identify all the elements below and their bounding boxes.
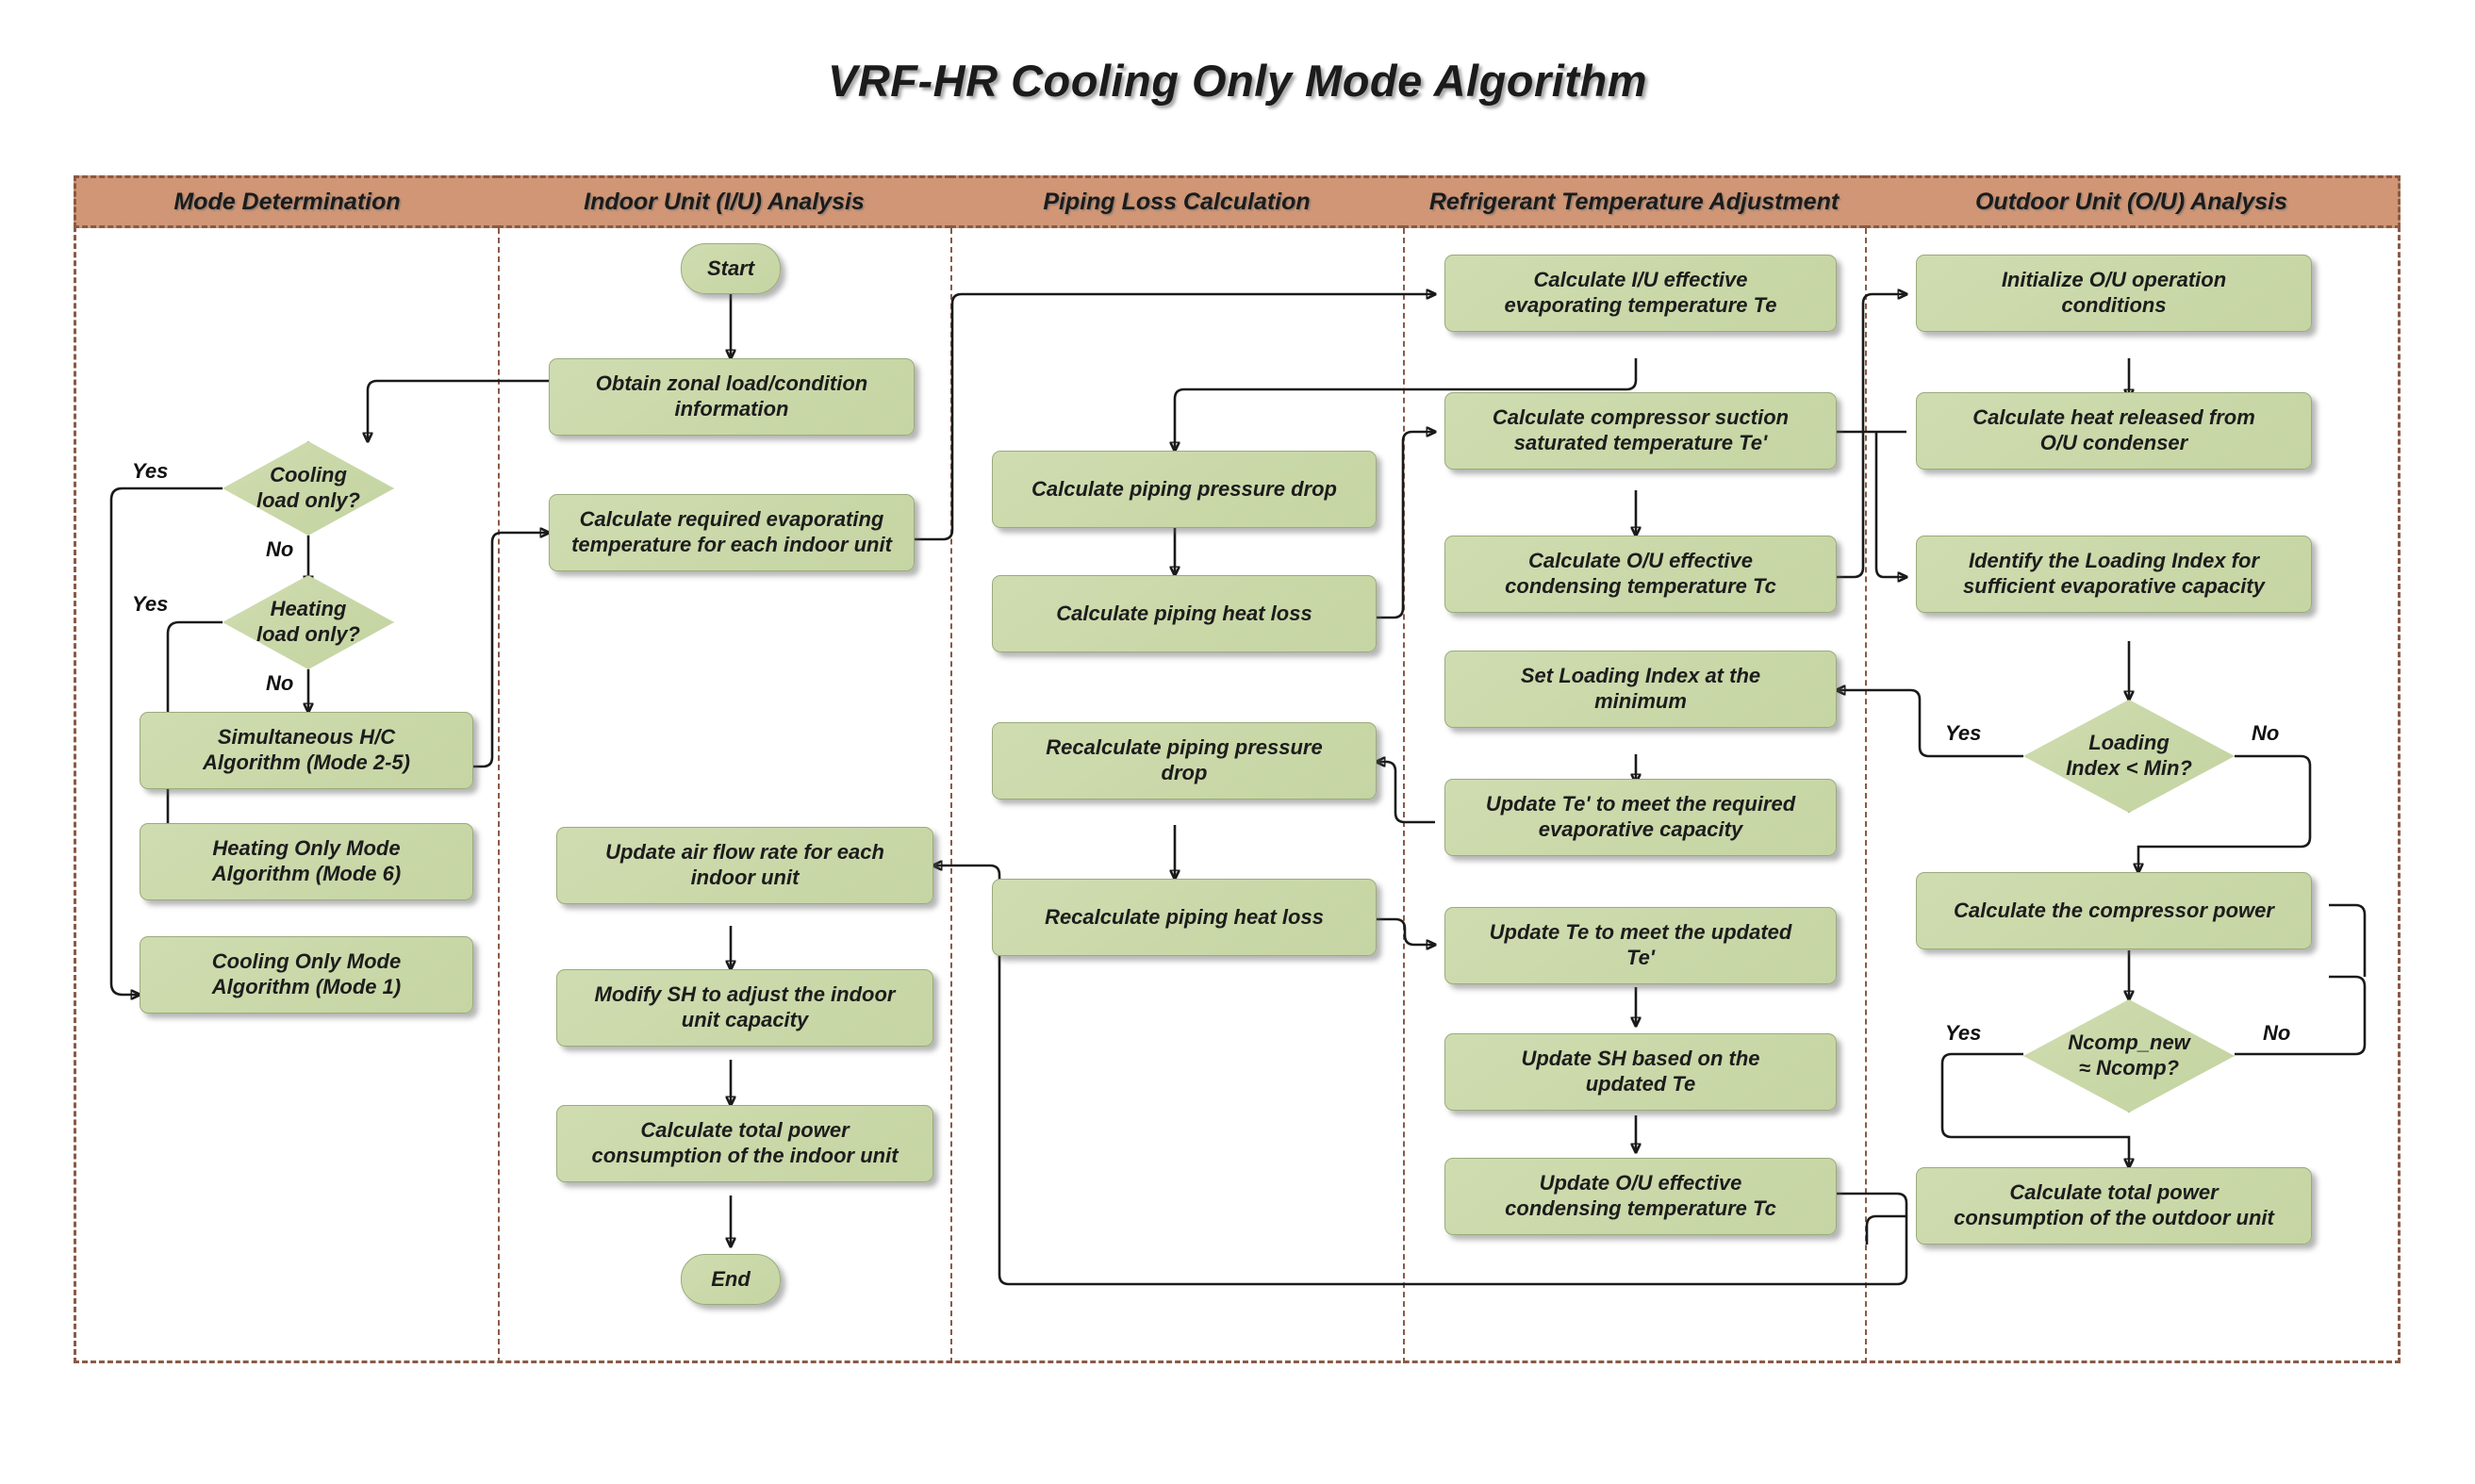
process-calculate-piping-heat-loss[interactable]: Calculate piping heat loss	[992, 575, 1377, 652]
node-label: Heating Only Mode Algorithm (Mode 6)	[211, 836, 402, 885]
node-label: Update SH based on the updated Te	[1521, 1047, 1760, 1096]
decision-loading-index-min[interactable]: Loading Index < Min?	[2023, 700, 2235, 813]
lane-header-piping-loss: Piping Loss Calculation	[950, 175, 1403, 228]
lane-header-outdoor-unit-analysis: Outdoor Unit (O/U) Analysis	[1865, 175, 2401, 228]
process-update-air-flow-rate[interactable]: Update air flow rate for each indoor uni…	[556, 827, 933, 904]
node-label: Update Te to meet the updated Te'	[1489, 920, 1792, 969]
process-update-ou-effective-condensing-temperature[interactable]: Update O/U effective condensing temperat…	[1444, 1158, 1837, 1235]
diamond-shape	[2023, 700, 2235, 813]
node-label: Calculate I/U effective evaporating temp…	[1504, 268, 1777, 317]
terminator-end[interactable]: End	[681, 1254, 781, 1305]
process-calculate-required-evaporating-temperature[interactable]: Calculate required evaporating temperatu…	[549, 494, 915, 571]
lane-divider-3	[1403, 228, 1405, 1363]
lane-header-label: Refrigerant Temperature Adjustment	[1428, 188, 1840, 215]
lane-divider-1	[498, 228, 500, 1363]
node-label: Calculate total power consumption of the…	[591, 1118, 899, 1167]
node-label: Start	[706, 256, 755, 280]
page-title: VRF-HR Cooling Only Mode Algorithm	[827, 56, 1647, 106]
lane-divider-2	[950, 228, 952, 1363]
process-calculate-piping-pressure-drop[interactable]: Calculate piping pressure drop	[992, 451, 1377, 528]
node-label: Calculate the compressor power	[1954, 898, 2274, 922]
process-modify-sh[interactable]: Modify SH to adjust the indoor unit capa…	[556, 969, 933, 1047]
node-label: Calculate required evaporating temperatu…	[571, 507, 892, 556]
process-recalculate-piping-heat-loss[interactable]: Recalculate piping heat loss	[992, 879, 1377, 956]
node-label: Calculate piping pressure drop	[1031, 476, 1337, 501]
process-cooling-only-mode-algorithm[interactable]: Cooling Only Mode Algorithm (Mode 1)	[140, 936, 473, 1014]
node-label: Calculate piping heat loss	[1056, 601, 1312, 625]
lane-header-refrigerant-temp: Refrigerant Temperature Adjustment	[1403, 175, 1865, 228]
process-obtain-zonal-load[interactable]: Obtain zonal load/condition information	[549, 358, 915, 436]
process-calculate-compressor-power[interactable]: Calculate the compressor power	[1916, 872, 2312, 949]
process-heating-only-mode-algorithm[interactable]: Heating Only Mode Algorithm (Mode 6)	[140, 823, 473, 900]
process-set-loading-index-minimum[interactable]: Set Loading Index at the minimum	[1444, 651, 1837, 728]
node-label: Obtain zonal load/condition information	[595, 371, 868, 420]
process-calculate-compressor-suction-temperature[interactable]: Calculate compressor suction saturated t…	[1444, 392, 1837, 470]
node-label: Update Te' to meet the required evaporat…	[1485, 792, 1796, 841]
branch-label-ncomp-yes: Yes	[1945, 1021, 1982, 1045]
lane-header-mode-determination: Mode Determination	[74, 175, 498, 228]
node-label: Calculate total power consumption of the…	[1954, 1180, 2274, 1229]
decision-heating-load-only[interactable]: Heating load only?	[223, 575, 394, 669]
process-update-te[interactable]: Update Te to meet the updated Te'	[1444, 907, 1837, 984]
process-identify-loading-index[interactable]: Identify the Loading Index for sufficien…	[1916, 536, 2312, 613]
node-label: Recalculate piping heat loss	[1045, 904, 1324, 929]
node-label: Calculate O/U effective condensing tempe…	[1505, 549, 1776, 598]
node-label: Update O/U effective condensing temperat…	[1505, 1171, 1776, 1220]
process-simultaneous-hc-algorithm[interactable]: Simultaneous H/C Algorithm (Mode 2-5)	[140, 712, 473, 789]
branch-label-heating-no: No	[266, 671, 294, 695]
process-calculate-iu-effective-evaporating-temperature[interactable]: Calculate I/U effective evaporating temp…	[1444, 255, 1837, 332]
lane-header-label: Piping Loss Calculation	[1043, 188, 1311, 215]
process-calculate-total-power-indoor-unit[interactable]: Calculate total power consumption of the…	[556, 1105, 933, 1182]
branch-label-loading-yes: Yes	[1945, 721, 1982, 745]
process-update-sh[interactable]: Update SH based on the updated Te	[1444, 1033, 1837, 1111]
node-label: Set Loading Index at the minimum	[1520, 664, 1761, 713]
process-update-te-prime[interactable]: Update Te' to meet the required evaporat…	[1444, 779, 1837, 856]
process-calculate-ou-effective-condensing-temperature[interactable]: Calculate O/U effective condensing tempe…	[1444, 536, 1837, 613]
lane-divider-4	[1865, 228, 1867, 1363]
node-label: Initialize O/U operation conditions	[2001, 268, 2227, 317]
diamond-shape	[223, 441, 394, 536]
process-recalculate-piping-pressure-drop[interactable]: Recalculate piping pressure drop	[992, 722, 1377, 800]
diamond-shape	[2023, 999, 2235, 1113]
lane-header-label: Outdoor Unit (O/U) Analysis	[1974, 188, 2288, 215]
diamond-shape	[223, 575, 394, 669]
branch-label-cooling-yes: Yes	[132, 459, 169, 483]
decision-cooling-load-only[interactable]: Cooling load only?	[223, 441, 394, 536]
lane-header-label: Mode Determination	[173, 188, 401, 215]
node-label: Simultaneous H/C Algorithm (Mode 2-5)	[203, 725, 410, 774]
branch-label-loading-no: No	[2252, 721, 2280, 745]
node-label: Update air flow rate for each indoor uni…	[605, 840, 884, 889]
branch-label-ncomp-no: No	[2263, 1021, 2291, 1045]
terminator-start[interactable]: Start	[681, 243, 781, 294]
node-label: End	[711, 1266, 751, 1291]
node-label: Cooling Only Mode Algorithm (Mode 1)	[211, 949, 402, 998]
node-label: Recalculate piping pressure drop	[1046, 735, 1323, 784]
lane-header-label: Indoor Unit (I/U) Analysis	[584, 188, 865, 215]
branch-label-cooling-no: No	[266, 537, 294, 561]
process-calculate-heat-released-ou-condenser[interactable]: Calculate heat released from O/U condens…	[1916, 392, 2312, 470]
node-label: Modify SH to adjust the indoor unit capa…	[594, 982, 896, 1031]
node-label: Calculate heat released from O/U condens…	[1972, 405, 2255, 454]
process-initialize-ou-operation-conditions[interactable]: Initialize O/U operation conditions	[1916, 255, 2312, 332]
branch-label-heating-yes: Yes	[132, 592, 169, 616]
lane-header-indoor-unit-analysis: Indoor Unit (I/U) Analysis	[498, 175, 950, 228]
decision-ncomp-convergence[interactable]: Ncomp_new ≈ Ncomp?	[2023, 999, 2235, 1113]
process-calculate-total-power-outdoor-unit[interactable]: Calculate total power consumption of the…	[1916, 1167, 2312, 1245]
node-label: Identify the Loading Index for sufficien…	[1963, 549, 2265, 598]
node-label: Calculate compressor suction saturated t…	[1492, 405, 1790, 454]
